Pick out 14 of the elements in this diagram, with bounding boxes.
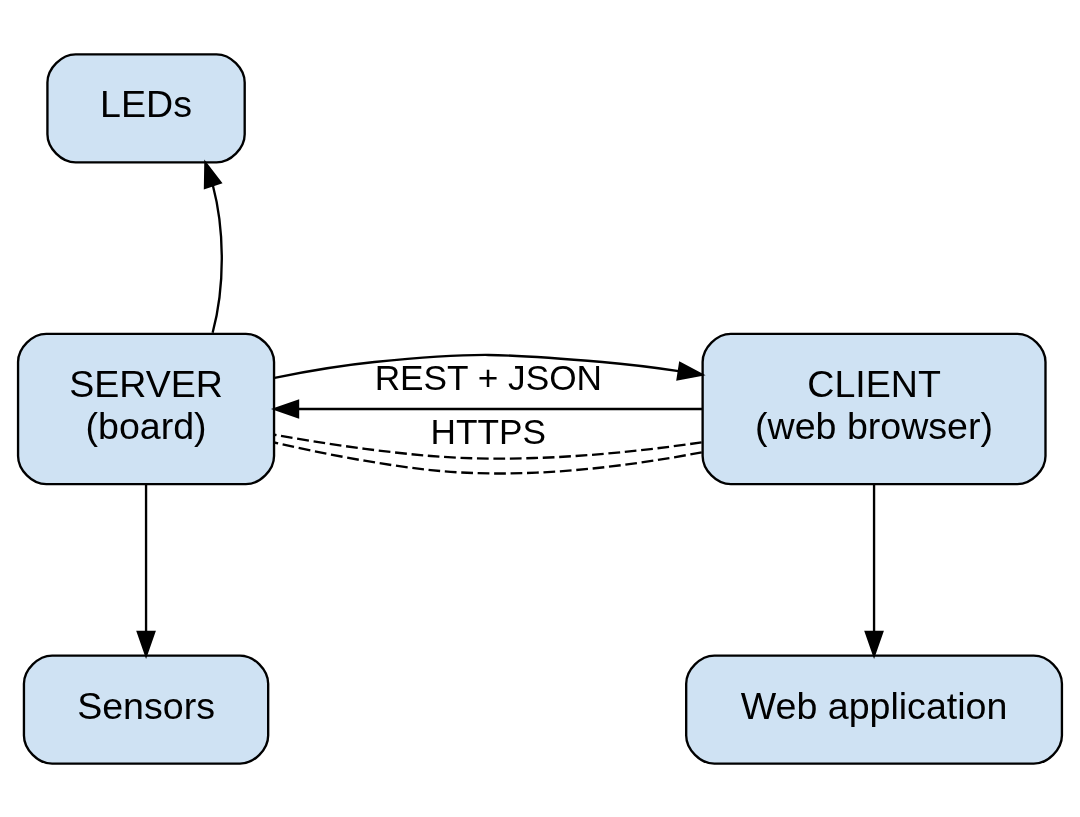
node-box: CLIENT (web browser)	[701, 332, 1047, 485]
node-box: Sensors	[22, 653, 270, 765]
connector	[273, 440, 702, 475]
arrow	[203, 159, 223, 333]
node-box: LEDs	[46, 52, 246, 164]
arrow	[274, 353, 706, 381]
arrow	[136, 484, 156, 659]
edge-label: REST + JSON	[374, 357, 603, 397]
node-box: SERVER (board)	[16, 332, 276, 485]
arrow	[864, 484, 884, 659]
edge-label: HTTPS	[430, 411, 547, 451]
connector	[274, 433, 702, 460]
arrow	[271, 398, 703, 419]
node-box: Web application	[685, 653, 1064, 765]
